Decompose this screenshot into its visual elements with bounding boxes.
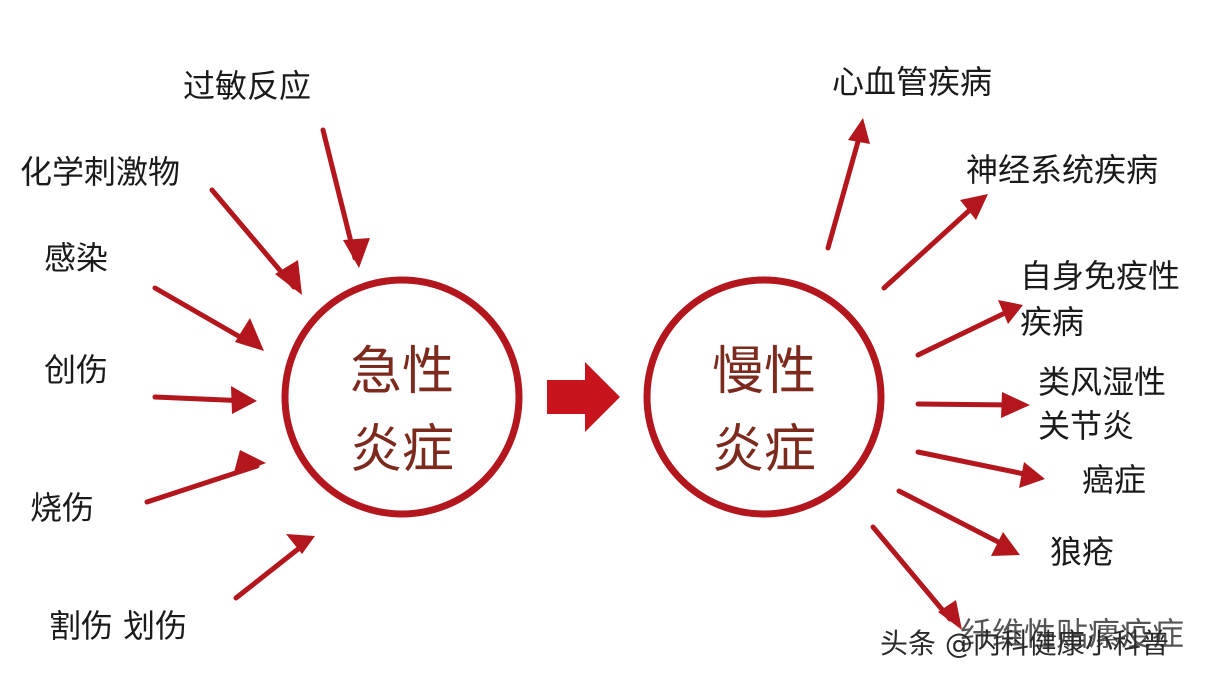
arrowhead-fibrosis [938, 600, 962, 630]
arrowhead-chemical [275, 260, 302, 295]
arrowhead-cardio [848, 118, 870, 144]
arrowhead-allergy [343, 238, 370, 268]
label-fibrosis: 纤维性贴瘰疫症 [960, 615, 1185, 653]
incoming-arrowheads [231, 238, 370, 554]
chronic-label-line2: 炎症 [711, 420, 816, 480]
arrowhead-trauma [231, 386, 257, 414]
arrow-to-lupus [896, 488, 1011, 550]
acute-label-line1: 急性 [349, 342, 454, 402]
label-chemical: 化学刺激物 [20, 153, 181, 191]
label-trauma: 创伤 [44, 351, 109, 389]
arrowhead-cut [286, 534, 315, 554]
chronic-label-line1: 慢性 [711, 342, 816, 402]
arrow-from-cut [233, 539, 310, 601]
label-burn: 烧伤 [30, 489, 95, 527]
outgoing-arrowheads [848, 118, 1045, 630]
arrowhead-neuro [960, 194, 988, 220]
label-autoimmune-line1: 自身免疫性 [1020, 257, 1181, 295]
arrow-to-neuro [881, 205, 975, 291]
arrowhead-cancer [1019, 462, 1045, 488]
arrowhead-burn [233, 450, 266, 476]
label-rheumatoid-line1: 类风湿性 [1038, 363, 1167, 401]
arrowhead-lupus [991, 532, 1020, 556]
arrow-to-cardio [825, 135, 862, 251]
arrow-from-infection [152, 285, 257, 348]
arrowhead-autoimmune [998, 300, 1023, 324]
arrowhead-ra [1001, 392, 1030, 418]
label-neurological-disease: 神经系统疾病 [966, 151, 1159, 189]
arrow-from-allergy [320, 127, 358, 261]
arrowhead-infection [235, 318, 264, 351]
arrow-to-autoimmune [915, 309, 1010, 358]
label-rheumatoid-line2: 关节炎 [1038, 407, 1135, 445]
acute-label-line2: 炎症 [349, 420, 454, 480]
incoming-arrows [144, 127, 358, 601]
label-cut: 割伤 划伤 [49, 607, 188, 645]
chronic-inflammation-circle [643, 276, 885, 518]
arrow-to-fibrosis [870, 524, 953, 622]
arrow-to-cancer [915, 449, 1037, 479]
label-lupus: 狼疮 [1050, 533, 1115, 571]
acute-to-chronic-arrow [547, 362, 620, 432]
label-cardiovascular-disease: 心血管疾病 [832, 63, 993, 101]
label-infection: 感染 [44, 239, 109, 277]
arrow-to-ra [915, 401, 1016, 408]
label-allergy: 过敏反应 [183, 67, 312, 105]
outgoing-arrows [825, 135, 1037, 622]
label-cancer: 癌症 [1082, 461, 1147, 499]
label-autoimmune-line2: 疾病 [1020, 303, 1085, 341]
acute-inflammation-circle [281, 276, 523, 518]
watermark: 头条 @内科健康小科普 [880, 627, 1169, 660]
